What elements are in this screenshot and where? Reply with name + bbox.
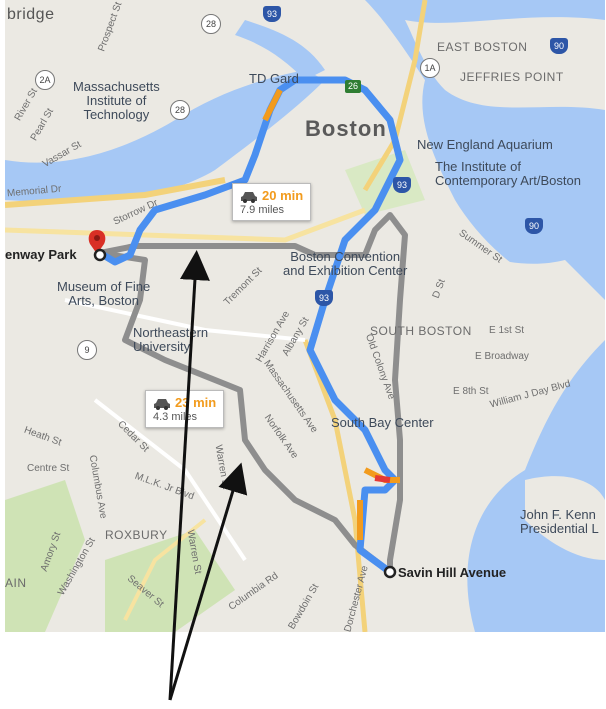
columbia-point [525,476,605,560]
route-shield: 28 [201,14,221,34]
road [5,177,226,208]
route-20min-blue [96,76,404,576]
car-icon [154,399,170,411]
place-label-savin-hill[interactable]: Savin Hill Avenue [398,565,507,580]
place-label-aquarium[interactable]: New England Aquarium [417,137,553,152]
road [362,0,428,192]
route-time: 23 min [175,395,217,410]
arrow-to-blue-route [168,250,210,701]
place-label-ica[interactable]: The Institute of Contemporary Art/Boston [435,159,581,188]
place-label-convention[interactable]: Boston Convention and Exhibition Center [283,249,408,278]
street-label: E 8th St [453,386,489,397]
city-label: Boston [305,116,387,141]
destination-marker-icon[interactable] [383,565,397,579]
interstate-shield: 90 [550,38,568,54]
route-info-23min[interactable]: 23 min 4.3 miles [145,390,225,429]
area-label: bridge [7,6,55,23]
street-label: E 1st St [489,325,525,336]
street-label: Centre St [27,463,70,474]
interstate-shield: 90 [525,218,543,234]
place-label-mfa[interactable]: Museum of Fine Arts, Boston [57,279,151,308]
map-view[interactable]: 28 93 2A 1A 90 93 90 93 28 9 26 bridge B… [5,0,605,632]
area-label: EAST BOSTON [437,40,528,54]
charles-river-upper [235,20,325,80]
boston-harbor [365,0,605,632]
place-label-fenway[interactable]: enway Park [5,247,77,262]
place-label-td-garden[interactable]: TD Gard [249,71,299,86]
exit-shield: 26 [345,80,361,93]
route-distance: 7.9 miles [240,204,285,217]
road [64,298,306,342]
route-shield: 2A [35,70,55,90]
route-time: 20 min [262,188,304,203]
area-label: ROXBURY [105,528,168,542]
place-label-northeastern[interactable]: Northeastern University [133,325,209,354]
place-label-south-bay[interactable]: South Bay Center [331,415,434,430]
area-label: SOUTH BOSTON [370,324,472,338]
south-boston-land [425,230,605,380]
area-label: AIN [5,576,27,590]
park-area [5,480,85,632]
traffic-orange [262,88,283,122]
road [123,518,207,621]
route-info-20min[interactable]: 20 min 7.9 miles [232,183,312,222]
route-23min-gray [97,250,393,575]
interstate-shield: 93 [315,290,333,306]
street-label: E Broadway [475,351,529,362]
park-area [105,530,235,632]
interstate-shield: 93 [393,177,411,193]
interstate-shield: 93 [263,6,281,22]
map-canvas[interactable] [5,0,605,632]
charles-river [5,70,325,202]
route-shield: 9 [77,340,97,360]
arrow-to-gray-route [168,462,248,701]
route-shield: 28 [170,100,190,120]
origin-pin-icon[interactable] [88,230,106,254]
alt-route-gray [97,212,408,575]
car-icon [241,192,257,204]
origin-marker-icon[interactable] [93,248,107,262]
road [302,339,368,632]
traffic-red [374,475,391,483]
route-shield: 1A [420,58,440,78]
area-label: JEFFRIES POINT [460,70,564,84]
place-label-mit[interactable]: Massachusetts Institute of Technology [73,79,160,122]
place-label-jfk[interactable]: John F. Kenn Presidential L [520,507,599,536]
